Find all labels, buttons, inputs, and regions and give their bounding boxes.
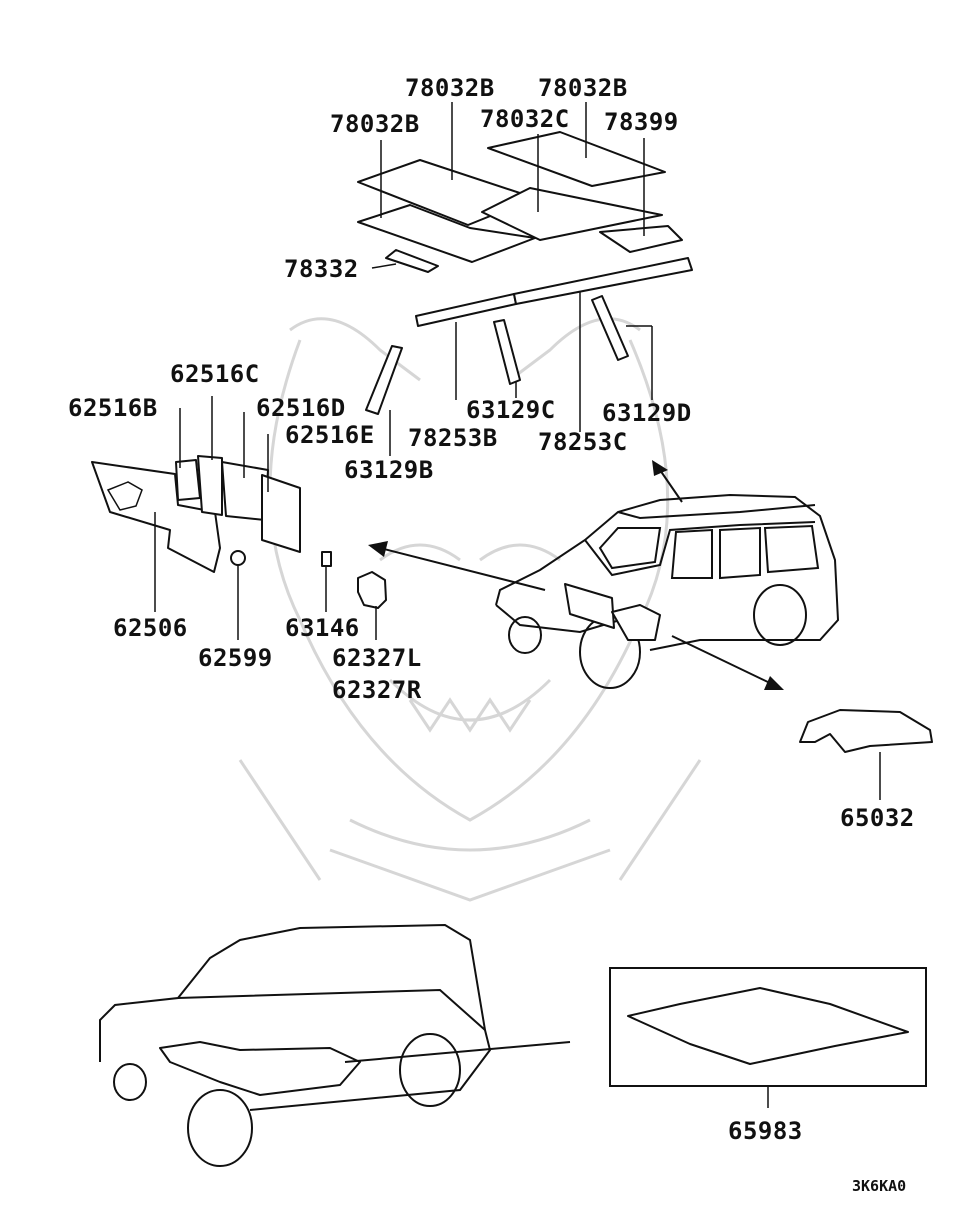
arrow-to-dash: [368, 541, 546, 591]
vehicle-front-view: [495, 493, 840, 689]
dash-pad-62516C: [197, 455, 223, 516]
roof-pad-78032B-right: [487, 131, 666, 187]
label-78032C: 78032C: [480, 105, 570, 133]
roof-clip-78332: [385, 249, 439, 273]
label-62516E: 62516E: [285, 421, 375, 449]
label-63129B: 63129B: [344, 456, 434, 484]
leader-lines: [154, 102, 881, 1108]
vehicle-side-view: [99, 923, 571, 1167]
arrow-to-roof: [652, 460, 683, 503]
silencer-pad-65983: [627, 987, 909, 1065]
roof-pad-78032C: [481, 187, 663, 241]
clip-63146: [321, 551, 332, 567]
label-78399: 78399: [604, 108, 679, 136]
label-62327L: 62327L: [332, 644, 422, 672]
label-78253B: 78253B: [408, 424, 498, 452]
dash-cutout: [106, 481, 143, 511]
label-63146: 63146: [285, 614, 360, 642]
label-65983: 65983: [728, 1117, 803, 1145]
plate-62327: [357, 571, 387, 609]
label-62516D: 62516D: [256, 394, 346, 422]
fender-liner-65032: [799, 709, 933, 753]
label-62599: 62599: [198, 644, 273, 672]
label-78253C: 78253C: [538, 428, 628, 456]
label-78032B-right: 78032B: [538, 74, 628, 102]
label-62516B: 62516B: [68, 394, 158, 422]
label-78032B-top: 78032B: [405, 74, 495, 102]
label-62516C: 62516C: [170, 360, 260, 388]
pillar-trim-63129B: [365, 345, 403, 415]
pillar-trim-63129D: [591, 295, 629, 361]
label-62327R: 62327R: [332, 676, 422, 704]
label-63129C: 63129C: [466, 396, 556, 424]
label-78032B-left: 78032B: [330, 110, 420, 138]
label-62506: 62506: [113, 614, 188, 642]
roof-strip-78399: [599, 225, 683, 253]
diagram-code: 3K6KA0: [852, 1177, 906, 1195]
dash-pad-62516E: [261, 474, 301, 553]
pillar-trim-63129C: [493, 319, 521, 385]
grommet-62599: [230, 550, 246, 566]
label-63129D: 63129D: [602, 399, 692, 427]
label-65032: 65032: [840, 804, 915, 832]
label-78332: 78332: [284, 255, 359, 283]
arrow-to-fender-liner: [671, 635, 784, 690]
rail-78253C: [513, 257, 693, 305]
